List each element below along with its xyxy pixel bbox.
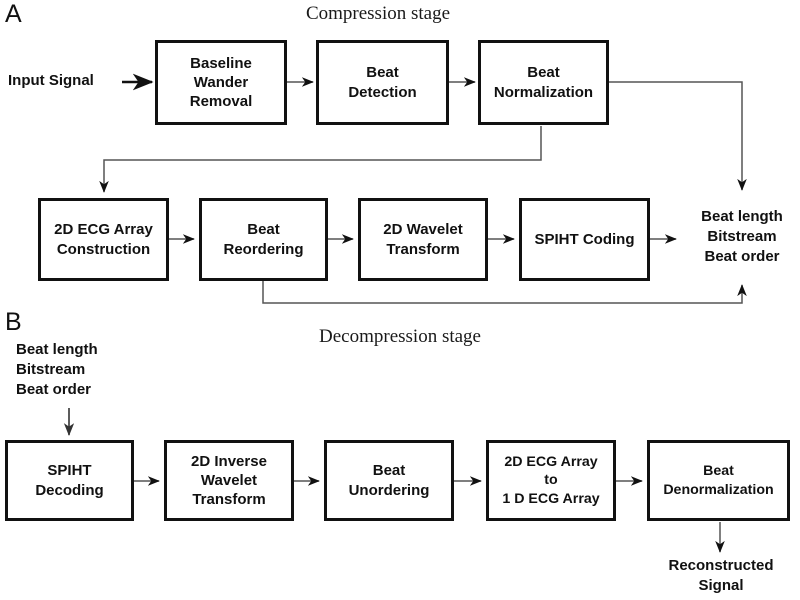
arrow-normalization-to-output bbox=[609, 81, 747, 191]
input-signal-label: Input Signal bbox=[8, 72, 94, 89]
decompression-stage-title: Decompression stage bbox=[319, 326, 481, 347]
node-spiht-coding[interactable]: SPIHT Coding bbox=[519, 198, 650, 281]
panel-label-b: B bbox=[5, 308, 22, 336]
panel-label-a: A bbox=[5, 0, 22, 28]
arrow-normalization-to-array-construction bbox=[99, 126, 542, 193]
arrow-reordering-to-output-feedback bbox=[262, 281, 747, 304]
compression-stage-title: Compression stage bbox=[305, 3, 451, 24]
